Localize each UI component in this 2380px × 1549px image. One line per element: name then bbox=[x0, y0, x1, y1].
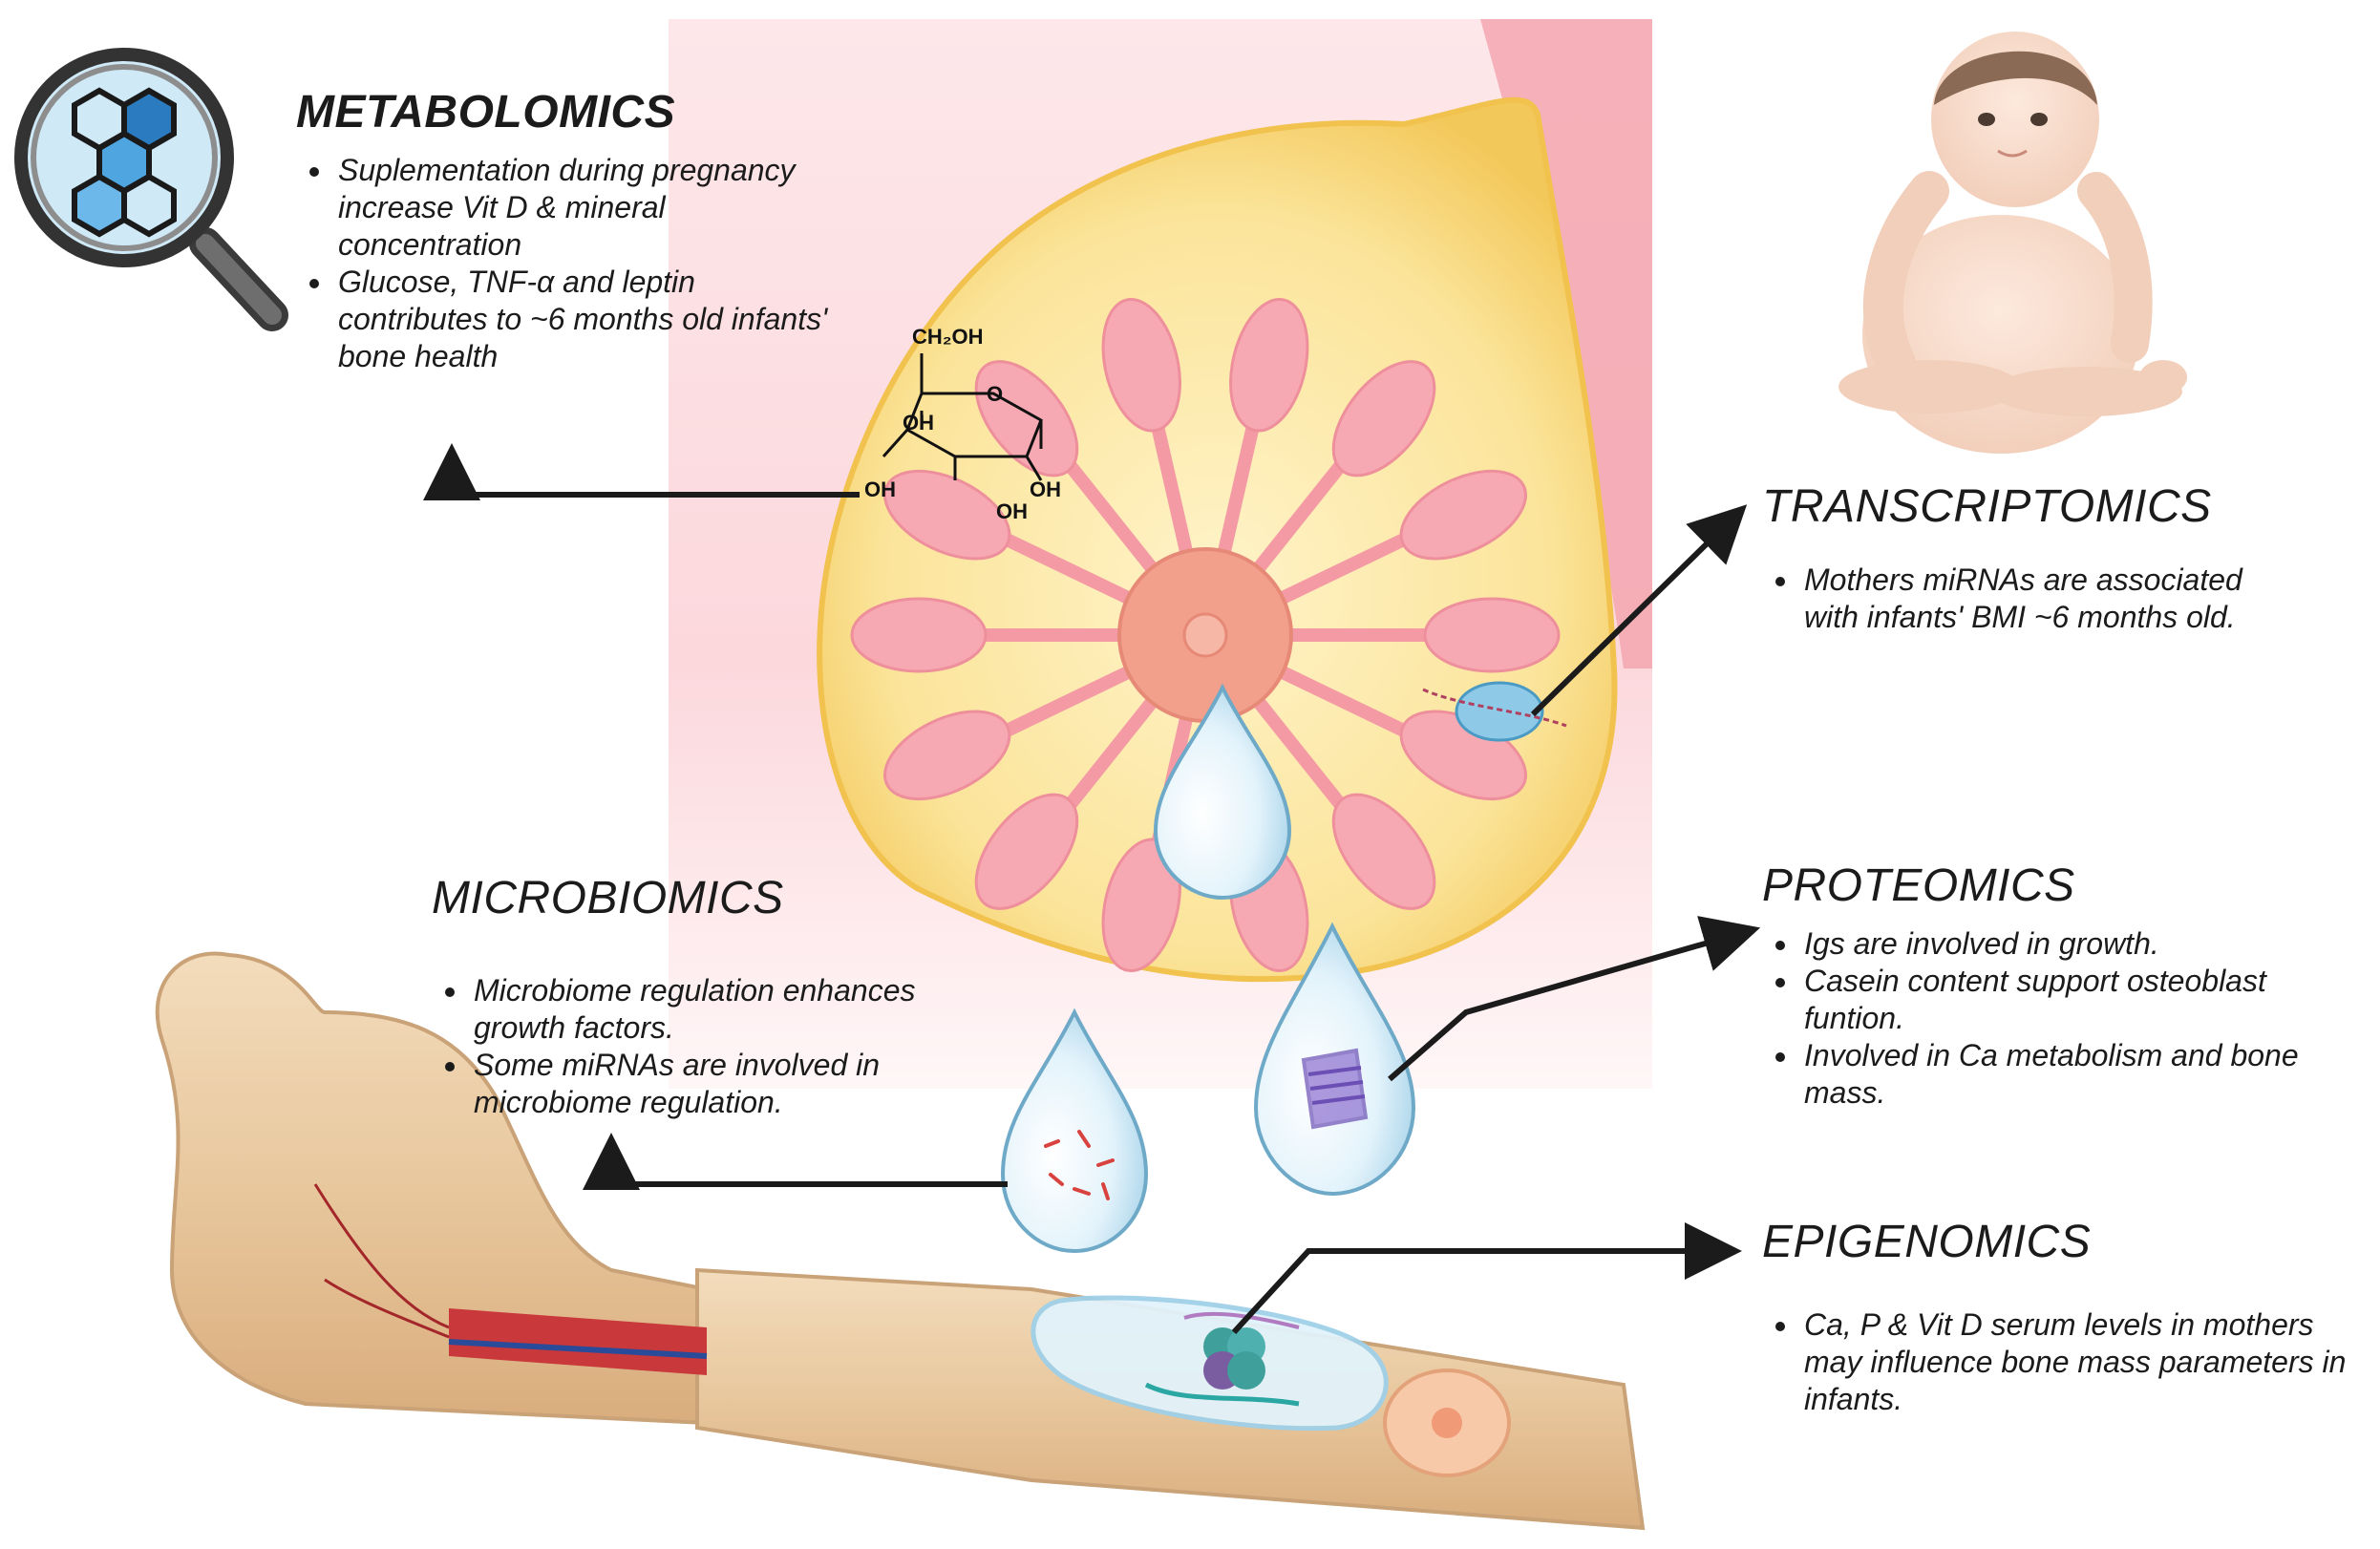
microbiome-droplet bbox=[1000, 1008, 1149, 1254]
bone-epiphysis bbox=[155, 951, 709, 1426]
metabolomics-list: Suplementation during pregnancy increase… bbox=[296, 152, 831, 375]
list-item: Casein content support osteoblast funtio… bbox=[1800, 963, 2354, 1037]
list-item: Microbiome regulation enhances growth fa… bbox=[470, 972, 967, 1047]
glucose-oh-label: OH bbox=[1030, 477, 1061, 501]
glucose-oh-label: OH bbox=[903, 411, 934, 435]
mammary-lobule bbox=[1331, 360, 1436, 477]
infant-illustration bbox=[1838, 32, 2187, 454]
glucose-oh-label: OH bbox=[996, 499, 1028, 523]
transcriptomics-panel: TRANSCRIPTOMICS Mothers miRNAs are assoc… bbox=[1762, 481, 2259, 636]
transcriptomics-arrow bbox=[1530, 504, 1748, 717]
epigenomics-list: Ca, P & Vit D serum levels in mothers ma… bbox=[1762, 1306, 2354, 1418]
microbiomics-list: Microbiome regulation enhances growth fa… bbox=[432, 972, 967, 1121]
nucleosome-icon bbox=[1144, 1311, 1300, 1407]
magnifier-molecule-icon bbox=[14, 48, 288, 331]
list-item: Ca, P & Vit D serum levels in mothers ma… bbox=[1800, 1306, 2354, 1418]
list-item: Igs are involved in growth. bbox=[1800, 925, 2354, 963]
mammary-lobule bbox=[883, 469, 1011, 561]
metabolomics-arrow bbox=[423, 443, 860, 500]
microbiomics-arrow bbox=[583, 1133, 1008, 1190]
mammary-lobule bbox=[1399, 469, 1527, 561]
milk-duct bbox=[1060, 690, 1163, 816]
microbiomics-title: MICROBIOMICS bbox=[432, 873, 784, 923]
milk-duct bbox=[1000, 531, 1139, 608]
milk-duct bbox=[1060, 455, 1163, 580]
glucose-molecule bbox=[882, 353, 1043, 481]
milk-duct bbox=[1148, 414, 1196, 562]
proteomics-list: Igs are involved in growth. Casein conte… bbox=[1762, 925, 2354, 1112]
protein-droplet bbox=[1253, 922, 1416, 1197]
mammary-lobule bbox=[850, 597, 988, 673]
transcriptomics-title: TRANSCRIPTOMICS bbox=[1762, 481, 2212, 532]
milk-duct bbox=[1247, 690, 1350, 816]
milk-duct bbox=[1000, 662, 1139, 739]
transcriptomics-list: Mothers miRNAs are associated with infan… bbox=[1762, 562, 2259, 636]
list-item: Some miRNAs are involved in microbiome r… bbox=[470, 1047, 967, 1121]
list-item: Mothers miRNAs are associated with infan… bbox=[1800, 562, 2259, 636]
proteomics-title: PROTEOMICS bbox=[1762, 860, 2075, 911]
mammary-lobule bbox=[1331, 793, 1436, 910]
glucose-ring-oxygen-label: O bbox=[987, 382, 1003, 406]
epigenomics-arrow bbox=[1231, 1222, 1742, 1335]
mammary-lobule bbox=[1101, 298, 1181, 433]
milk-duct bbox=[1271, 531, 1411, 608]
mirna-vesicle-icon bbox=[1422, 681, 1567, 742]
milk-duct bbox=[1247, 455, 1350, 580]
bone-marrow bbox=[449, 1308, 707, 1375]
epigenomics-title: EPIGENOMICS bbox=[1762, 1217, 2092, 1267]
list-item: Glucose, TNF-α and leptin contributes to… bbox=[334, 264, 831, 375]
bone-illustration bbox=[155, 951, 1646, 1531]
mammary-lobule bbox=[1423, 597, 1561, 673]
milk-duct bbox=[1271, 662, 1411, 739]
metabolomics-panel: METABOLOMICS Suplementation during pregn… bbox=[296, 87, 831, 375]
mammary-lobule bbox=[883, 710, 1011, 801]
glucose-ch2oh-label: CH₂OH bbox=[912, 325, 984, 349]
milk-droplet-nipple bbox=[1153, 683, 1292, 901]
epigenomics-panel: EPIGENOMICS Ca, P & Vit D serum levels i… bbox=[1762, 1217, 2354, 1418]
nipple bbox=[1182, 612, 1228, 658]
connector-arrows bbox=[423, 443, 1761, 1335]
proteomics-panel: PROTEOMICS Igs are involved in growth. C… bbox=[1762, 860, 2354, 1112]
mammary-lobule bbox=[974, 793, 1079, 910]
list-item: Suplementation during pregnancy increase… bbox=[334, 152, 831, 264]
glucose-oh-label: OH bbox=[864, 477, 896, 501]
microbiomics-panel: MICROBIOMICS Microbiome regulation enhan… bbox=[432, 873, 967, 1121]
mammary-lobule bbox=[1229, 298, 1309, 433]
milk-duct bbox=[1215, 414, 1263, 562]
metabolomics-title: METABOLOMICS bbox=[296, 87, 676, 138]
proteomics-arrow bbox=[1388, 916, 1761, 1082]
mammary-lobule bbox=[974, 360, 1079, 477]
list-item: Involved in Ca metabolism and bone mass. bbox=[1800, 1037, 2354, 1112]
